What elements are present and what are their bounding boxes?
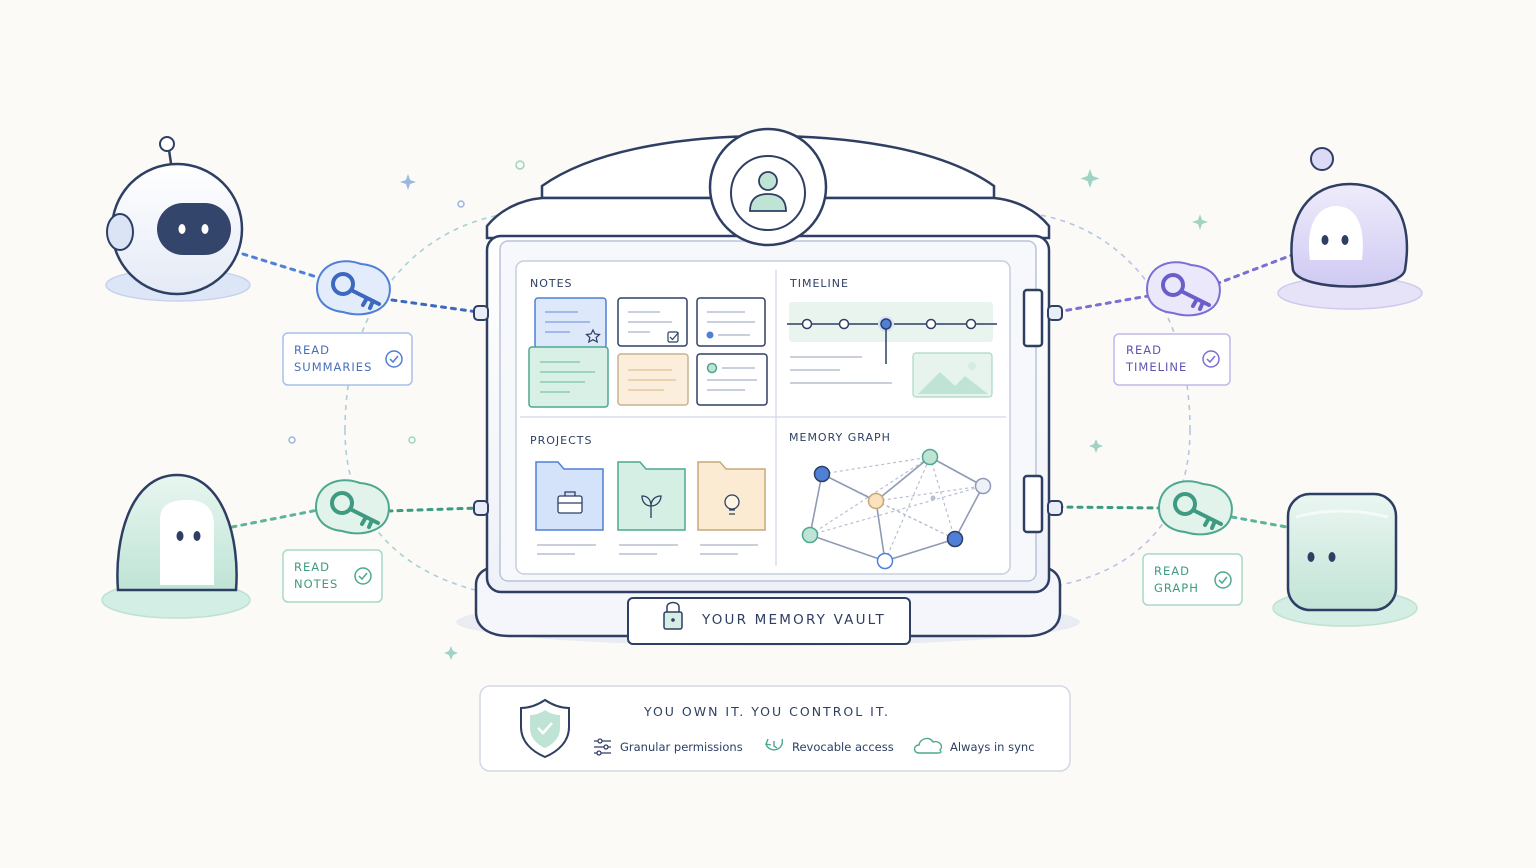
check-icon [1214,571,1232,589]
folder-lightbulb-icon [697,461,766,531]
permission-label-line1: READ [1126,343,1162,357]
graph-node [813,465,831,483]
tagline: YOU OWN IT. YOU CONTROL IT. [643,704,890,719]
shield-check-icon [520,698,570,759]
graph-node [921,448,939,466]
ownership-card: YOU OWN IT. YOU CONTROL IT. Granular per… [479,685,1071,772]
star-icon [585,328,601,344]
checkbox-icon [667,331,679,343]
sparkle-icons [288,160,1208,660]
permission-label-line2: NOTES [294,577,338,591]
key-icon-summaries [315,260,391,316]
graph-node [876,552,894,570]
graph-node [946,530,964,548]
timeline-section [787,302,997,398]
notes-section [528,297,768,408]
blob-agent [1277,147,1423,310]
cloud-icon [913,737,943,754]
permission-label-line2: TIMELINE [1125,360,1187,374]
permission-label-line2: GRAPH [1154,581,1199,595]
feature-label-revocable: Revocable access [792,740,894,754]
permission-label-summaries: READ SUMMARIES [282,332,413,386]
permission-label-timeline: READ TIMELINE [1113,333,1231,386]
graph-node [974,477,992,495]
section-title-timeline: TIMELINE [789,277,849,290]
note-card [696,297,766,347]
robot-agent [105,136,251,302]
vault-title-plate: YOUR MEMORY VAULT [627,597,911,645]
vault-handle [1022,474,1044,534]
check-icon [1202,350,1220,368]
key-icon-graph [1157,480,1233,536]
projects-section [535,461,766,555]
section-title-notes: NOTES [530,277,573,290]
note-card [534,297,607,349]
cube-agent [1272,492,1418,627]
permission-label-line1: READ [294,343,330,357]
check-icon [354,567,372,585]
ghost-agent [101,473,251,619]
key-icon-timeline [1145,261,1221,317]
permission-label-line1: READ [294,560,330,574]
user-icon [749,171,787,212]
folder-briefcase-icon [535,461,604,531]
note-card [617,353,689,406]
permission-label-line2: SUMMARIES [294,360,372,374]
note-card [528,346,609,408]
note-card [696,353,768,406]
orbit-lines [344,214,1191,591]
feature-label-sync: Always in sync [950,740,1035,754]
permission-label-graph: READ GRAPH [1142,553,1243,606]
memory-graph [801,448,992,570]
graph-node [801,526,819,544]
folder-plant-icon [617,461,686,531]
lock-icon [663,601,683,630]
revoke-clock-icon [765,738,784,751]
note-card [617,297,688,347]
graph-node [867,492,885,510]
connector-lines [230,252,1294,530]
check-icon [385,350,403,368]
permission-label-line1: READ [1154,564,1190,578]
section-title-projects: PROJECTS [530,434,593,447]
vault-title: YOUR MEMORY VAULT [701,612,886,628]
vault-handle [1022,288,1044,348]
image-icon [912,352,993,398]
sliders-icon [594,738,611,756]
permission-label-notes: READ NOTES [282,549,383,603]
key-icon-notes [314,479,390,535]
feature-label-permissions: Granular permissions [620,740,743,754]
section-title-memory-graph: MEMORY GRAPH [789,431,891,444]
